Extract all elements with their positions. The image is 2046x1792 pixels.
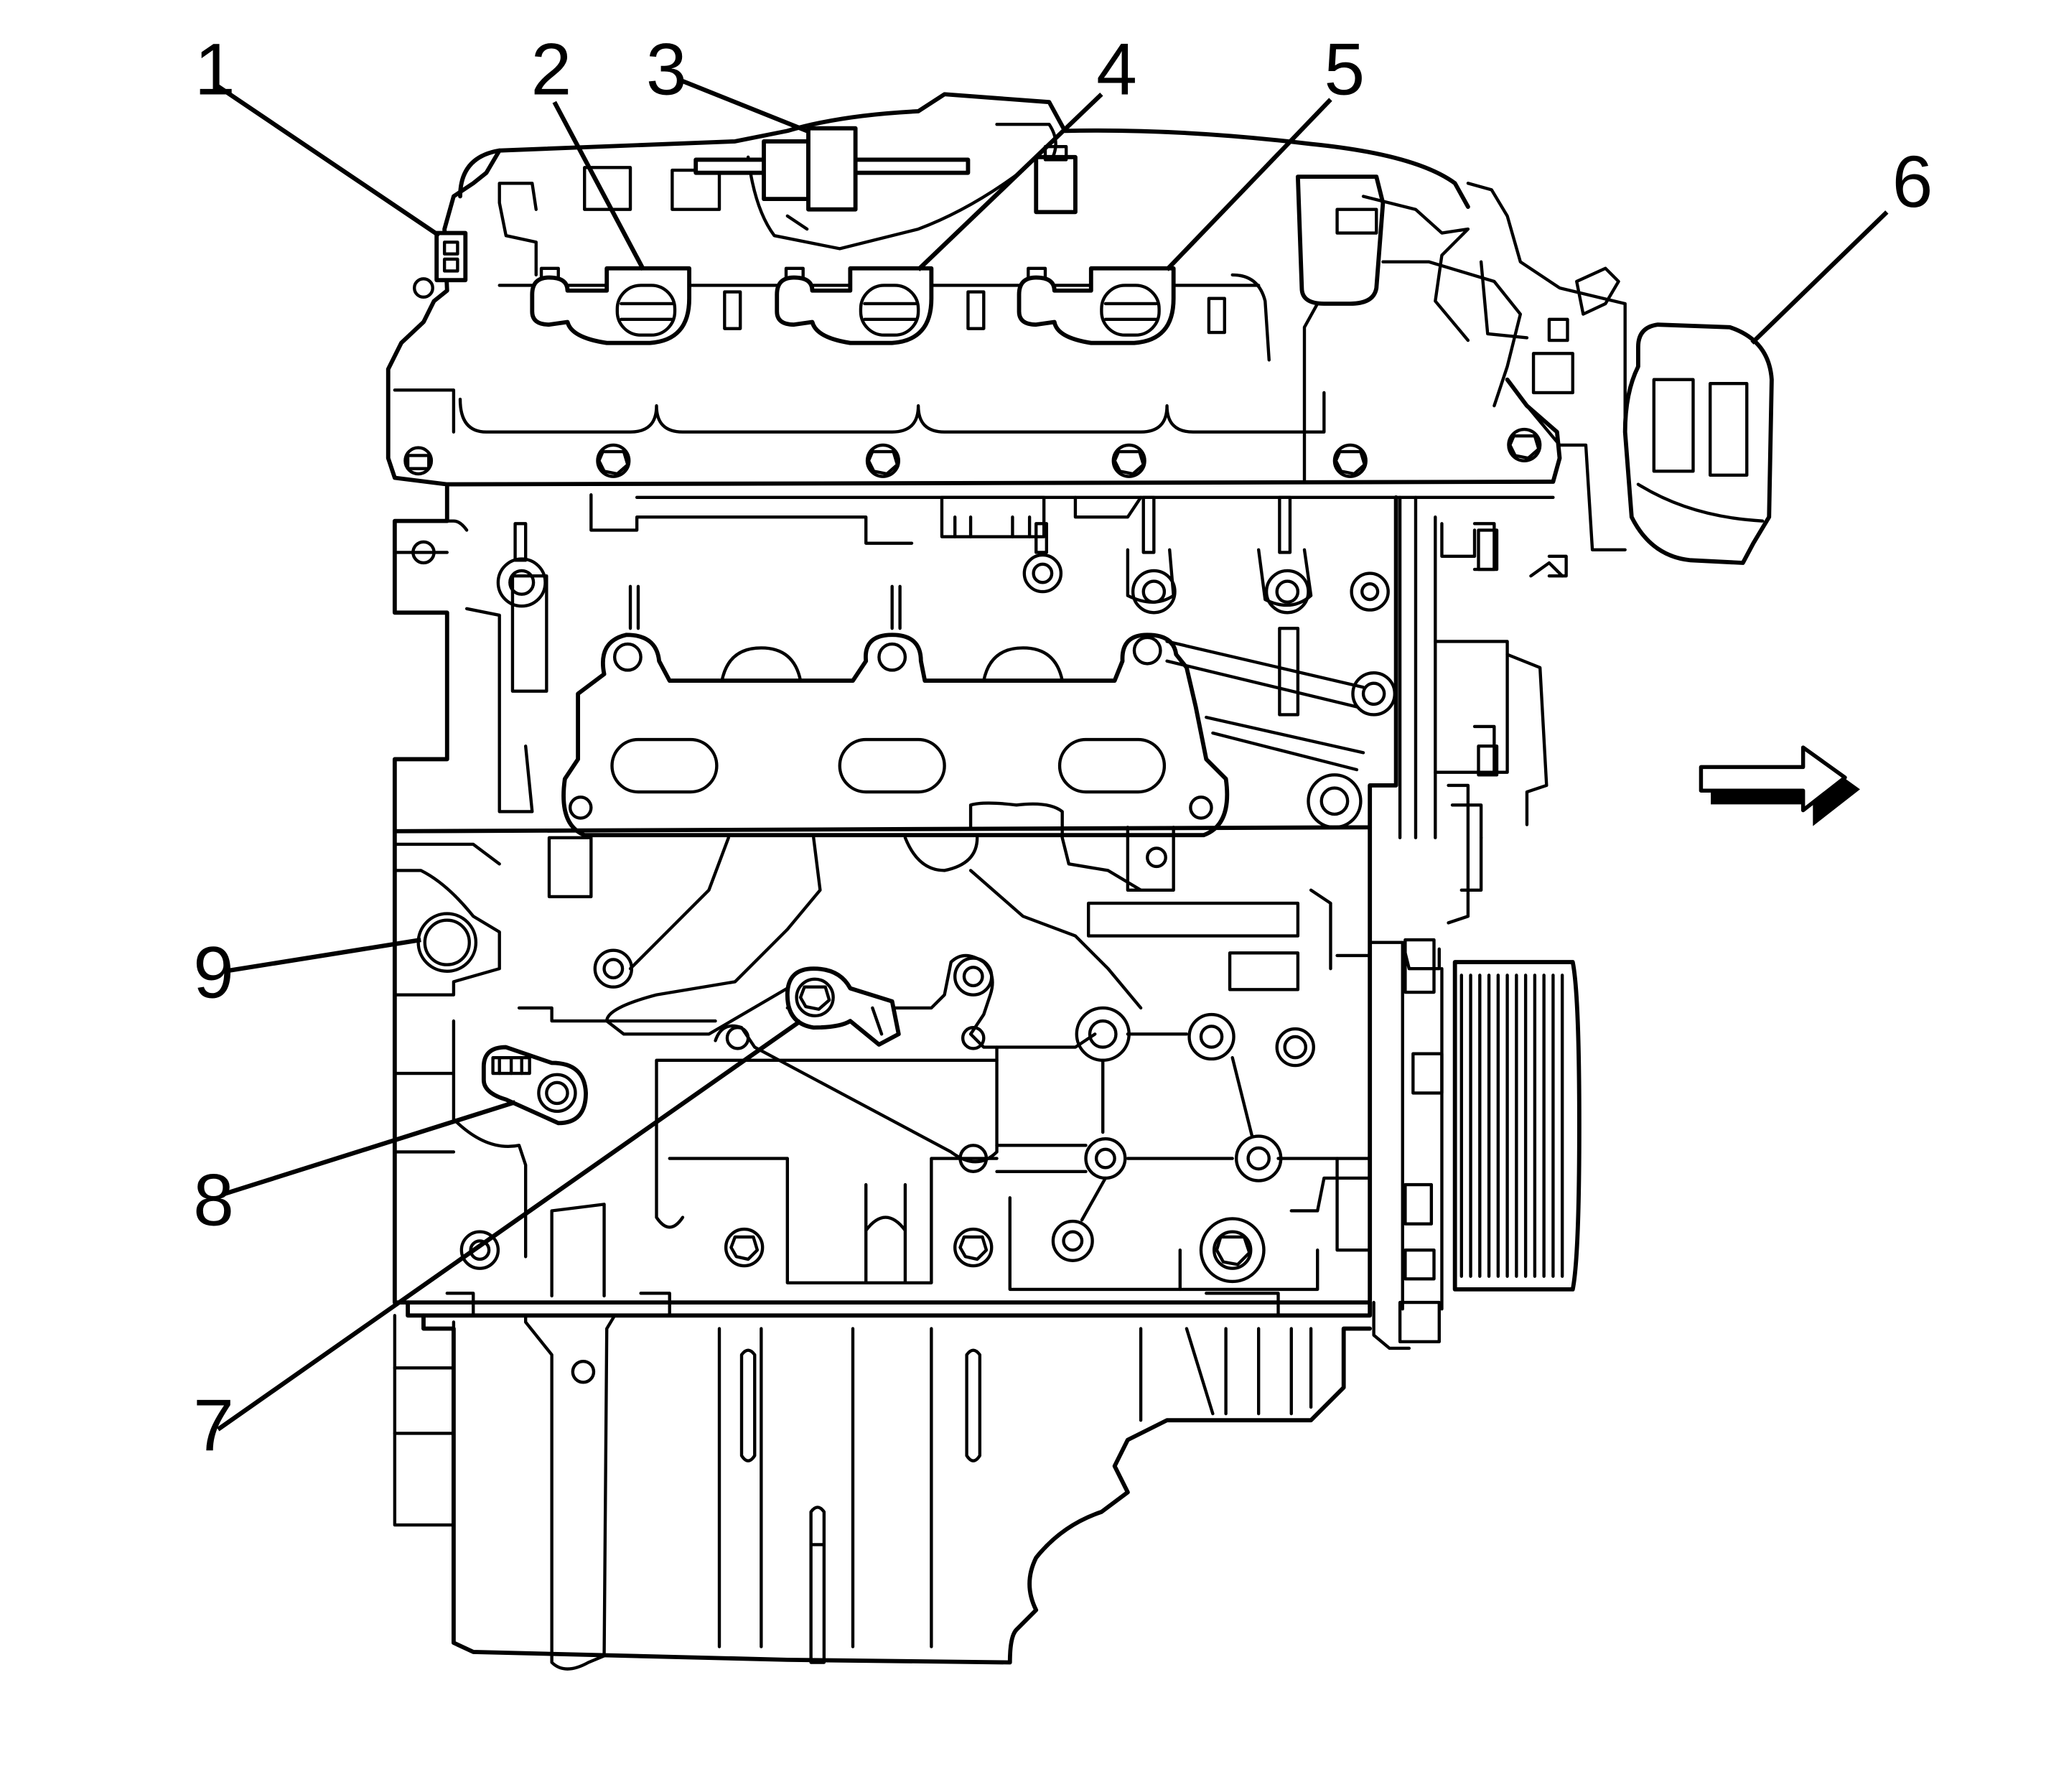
ignition-coil-3 xyxy=(1017,266,1176,345)
cylinder-head xyxy=(392,485,1568,925)
ignition-coils xyxy=(530,266,1176,345)
callout-4: 4 xyxy=(1096,28,1137,110)
air-intake-duct xyxy=(1622,322,1774,565)
callout-leaders xyxy=(216,79,1889,1432)
callout-6: 6 xyxy=(1892,141,1933,223)
fuel-rail-assembly xyxy=(693,126,1078,215)
engine-block xyxy=(392,801,1373,1305)
crankshaft-position-sensor xyxy=(481,1045,588,1126)
oil-pan xyxy=(393,1292,1373,1671)
throttle-body-region xyxy=(1295,174,1627,551)
engine-illustration xyxy=(386,92,1774,1671)
callout-1: 1 xyxy=(195,28,235,110)
callout-9: 9 xyxy=(193,931,234,1013)
callout-7: 7 xyxy=(193,1384,234,1466)
callout-labels: 1 2 3 4 5 6 7 8 9 xyxy=(193,28,1933,1466)
ignition-coil-1 xyxy=(530,266,691,345)
callout-3: 3 xyxy=(646,28,687,110)
front-cover-pulley xyxy=(1368,938,1582,1350)
ignition-coil-2 xyxy=(775,266,934,345)
exhaust-manifold xyxy=(393,495,1396,838)
knock-sensor xyxy=(785,966,901,1047)
callout-2: 2 xyxy=(531,28,571,110)
manifold-sensor-connector xyxy=(413,230,468,299)
arrow-right-icon xyxy=(1699,745,1860,826)
callout-8: 8 xyxy=(193,1159,234,1241)
manifold-bolts xyxy=(403,427,1542,478)
callout-5: 5 xyxy=(1324,28,1365,110)
